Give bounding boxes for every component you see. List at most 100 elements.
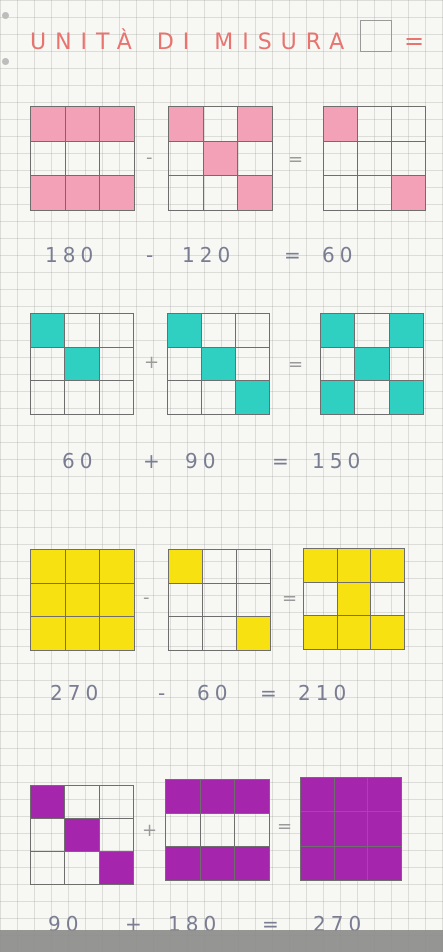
purple-filled-cell: [166, 780, 201, 814]
teal-filled-cell: [236, 381, 270, 415]
empty-cell: [237, 584, 271, 618]
pink-filled-cell: [324, 107, 358, 142]
pink-filled-cell: [66, 107, 101, 142]
teal-filled-cell: [202, 348, 236, 382]
pink-filled-cell: [392, 176, 426, 211]
empty-cell: [168, 348, 202, 382]
yellow-filled-cell: [304, 616, 338, 650]
yellow-filled-cell: [100, 617, 135, 651]
unit-square-symbol: [360, 20, 392, 52]
empty-cell: [66, 142, 101, 177]
bottom-edge-bar: [0, 930, 443, 952]
minus-sign: -: [143, 587, 150, 608]
purple-filled-cell: [301, 847, 335, 881]
empty-cell: [166, 814, 201, 848]
pink-filled-cell: [31, 176, 66, 211]
purple-filled-cell: [65, 819, 99, 852]
purple-filled-cell: [235, 780, 270, 814]
empty-cell: [203, 617, 237, 651]
pink-filled-cell: [31, 107, 66, 142]
pink-filled-cell: [100, 176, 135, 211]
yellow-filled-cell: [371, 549, 405, 583]
equals: =: [260, 681, 282, 705]
binder-hole: [2, 58, 9, 65]
empty-cell: [31, 142, 66, 177]
equals-sign: =: [277, 816, 292, 837]
teal-filled-cell: [355, 348, 389, 382]
empty-cell: [169, 176, 204, 211]
yellow-filled-cell: [31, 584, 66, 618]
empty-cell: [236, 348, 270, 382]
yellow-filled-cell: [237, 617, 271, 651]
empty-cell: [31, 852, 65, 885]
empty-cell: [65, 381, 99, 415]
empty-cell: [204, 107, 239, 142]
empty-cell: [65, 314, 99, 348]
empty-cell: [236, 314, 270, 348]
operand-1: 270: [50, 681, 103, 705]
yellow-filled-cell: [31, 617, 66, 651]
yellow-filled-cell: [338, 549, 372, 583]
equals-sign: =: [288, 354, 303, 375]
equals: =: [272, 449, 294, 473]
empty-cell: [100, 786, 134, 819]
empty-cell: [100, 142, 135, 177]
operator: -: [146, 243, 158, 267]
operand-1: 180: [45, 243, 98, 267]
title-equals-sign: =: [404, 27, 424, 55]
operand-2: 90: [185, 449, 220, 473]
teal-grid-2: [167, 313, 270, 415]
pink-filled-cell: [100, 107, 135, 142]
purple-grid-1: [30, 785, 134, 885]
empty-cell: [355, 381, 389, 415]
yellow-filled-cell: [371, 616, 405, 650]
binder-hole: [2, 12, 9, 19]
empty-cell: [392, 107, 426, 142]
equals-sign: =: [288, 149, 303, 170]
yellow-filled-cell: [100, 550, 135, 584]
minus-sign: -: [146, 147, 153, 168]
teal-filled-cell: [321, 381, 355, 415]
empty-cell: [238, 142, 273, 177]
result: 60: [322, 243, 357, 267]
yellow-filled-cell: [100, 584, 135, 618]
pink-grid-2: [168, 106, 273, 211]
purple-grid-result: [300, 777, 402, 881]
purple-filled-cell: [166, 847, 201, 881]
plus-sign: +: [142, 820, 157, 841]
empty-cell: [31, 381, 65, 415]
operand-2: 60: [197, 681, 232, 705]
teal-filled-cell: [31, 314, 65, 348]
empty-cell: [304, 583, 338, 617]
page-title: UNITÀ DI MISURA: [30, 30, 353, 55]
empty-cell: [203, 584, 237, 618]
pink-filled-cell: [204, 142, 239, 177]
empty-cell: [390, 348, 424, 382]
teal-filled-cell: [65, 348, 99, 382]
yellow-grid-result: [303, 548, 405, 650]
purple-filled-cell: [31, 786, 65, 819]
equals-sign: =: [282, 588, 297, 609]
purple-filled-cell: [368, 847, 402, 881]
yellow-filled-cell: [66, 584, 101, 618]
purple-filled-cell: [335, 778, 369, 812]
yellow-filled-cell: [66, 550, 101, 584]
empty-cell: [65, 786, 99, 819]
empty-cell: [169, 617, 203, 651]
empty-cell: [358, 142, 392, 177]
pink-filled-cell: [66, 176, 101, 211]
empty-cell: [169, 142, 204, 177]
yellow-filled-cell: [31, 550, 66, 584]
empty-cell: [31, 819, 65, 852]
operand-2: 120: [182, 243, 235, 267]
empty-cell: [31, 348, 65, 382]
plus-sign: +: [144, 352, 159, 373]
empty-cell: [100, 819, 134, 852]
purple-filled-cell: [201, 780, 236, 814]
teal-filled-cell: [168, 314, 202, 348]
result: 210: [298, 681, 351, 705]
equals: =: [284, 243, 306, 267]
pink-filled-cell: [238, 176, 273, 211]
yellow-filled-cell: [169, 550, 203, 584]
yellow-filled-cell: [304, 549, 338, 583]
